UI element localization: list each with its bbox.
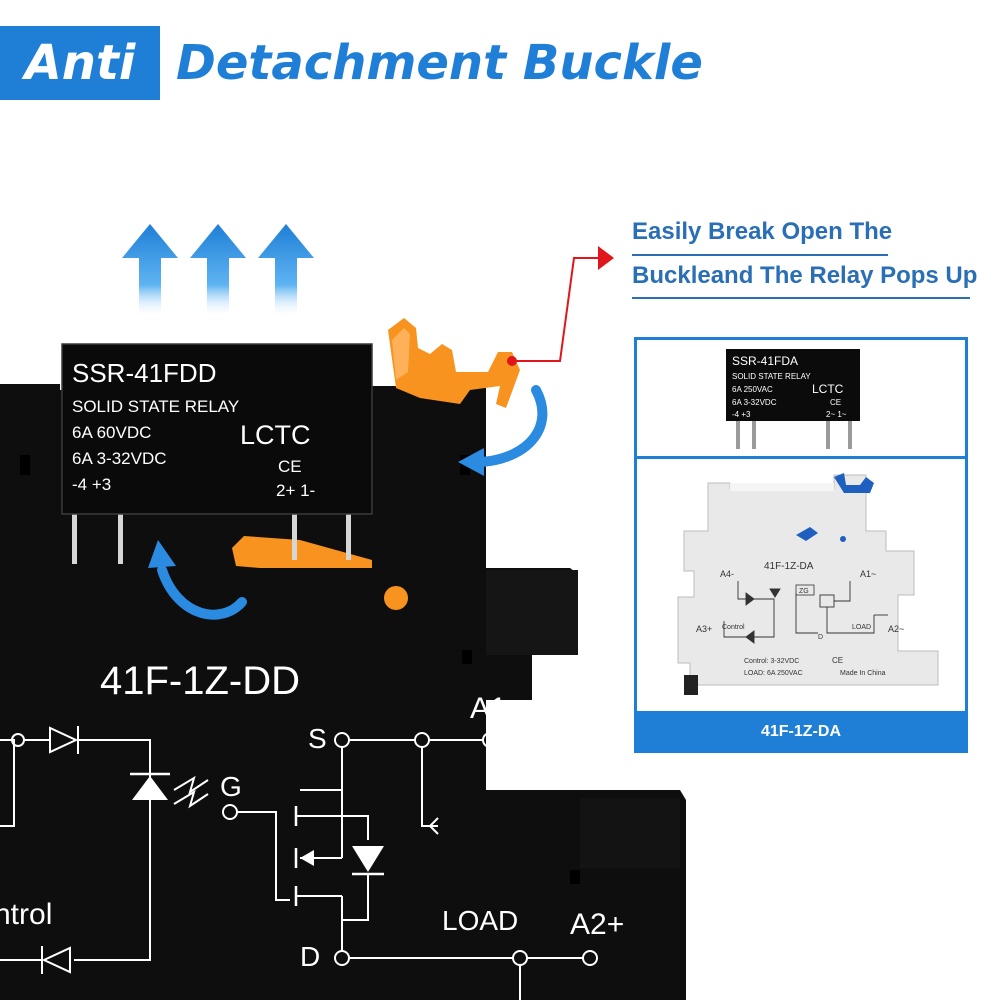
buckle-latch bbox=[232, 536, 372, 568]
inset-caption: 41F-1Z-DA bbox=[634, 711, 968, 753]
inset-relay-ce: CE bbox=[830, 398, 841, 407]
inset-terminal-a2: A2~ bbox=[888, 624, 904, 634]
inset-base-model: 41F-1Z-DA bbox=[764, 561, 814, 572]
base-model: 41F-1Z-DD bbox=[100, 659, 300, 703]
callout-pointer bbox=[512, 246, 614, 362]
relay-body: SSR-41FDD SOLID STATE RELAY 6A 60VDC 6A … bbox=[61, 343, 373, 515]
callout-underline-1 bbox=[632, 254, 888, 256]
inset-zg-box bbox=[795, 584, 815, 596]
inset-relay: SSR-41FDA SOLID STATE RELAY 6A 250VAC 6A… bbox=[726, 349, 860, 449]
inset-terminal-a4: A4- bbox=[720, 569, 734, 579]
inset-relay-pins-right: 2~ 1~ bbox=[826, 410, 847, 419]
callout-line-2: Buckleand The Relay Pops Up bbox=[632, 262, 978, 289]
inset-load-label: LOAD bbox=[852, 624, 871, 631]
up-arrow-icon bbox=[190, 224, 246, 318]
inset-schematic bbox=[723, 581, 888, 644]
title-highlight: Anti bbox=[0, 26, 160, 100]
inset-control-spec: Control: 3-32VDC bbox=[744, 658, 799, 665]
terminal-a1-label: A1- bbox=[470, 692, 517, 725]
relay-brand: LCTC bbox=[240, 420, 311, 450]
terminal-a2-label: A2+ bbox=[570, 908, 624, 941]
inset-terminal-a1: A1~ bbox=[860, 569, 876, 579]
diode-icon bbox=[342, 815, 384, 921]
terminal-s-label: S bbox=[308, 723, 327, 754]
terminal-d-label: D bbox=[300, 941, 320, 972]
inset-control-label: Control bbox=[722, 624, 745, 631]
inset-made-in: Made In China bbox=[840, 670, 886, 677]
relay-model: SSR-41FDD bbox=[72, 358, 216, 388]
up-arrow-icon bbox=[122, 224, 178, 318]
inset-terminal-a3: A3+ bbox=[696, 624, 712, 634]
inset-relay-spec-1: 6A 250VAC bbox=[732, 385, 773, 394]
relay-type: SOLID STATE RELAY bbox=[72, 397, 239, 416]
inset-relay-model: SSR-41FDA bbox=[732, 354, 798, 368]
circuit-schematic bbox=[0, 726, 598, 1000]
relay-ce-mark: CE bbox=[278, 457, 302, 476]
inset-zg-label: ZG bbox=[799, 588, 809, 595]
up-arrow-icon bbox=[258, 224, 314, 318]
control-label: ntrol bbox=[0, 898, 52, 931]
relay-pins-left-label: -4 +3 bbox=[72, 475, 111, 494]
relay-spec-2: 6A 3-32VDC bbox=[72, 449, 167, 468]
relay-pins-right-label: 2+ 1- bbox=[276, 481, 315, 500]
led-icon bbox=[130, 772, 209, 809]
inset-divider bbox=[636, 456, 966, 459]
inset-relay-pins-left: -4 +3 bbox=[732, 410, 751, 419]
terminal-g-label: G bbox=[220, 771, 242, 802]
inset-d-label: D bbox=[818, 634, 823, 641]
load-label: LOAD bbox=[442, 905, 518, 936]
buckle-clip bbox=[388, 318, 520, 408]
inset-ce-mark: CE bbox=[832, 656, 843, 665]
inset-relay-spec-2: 6A 3-32VDC bbox=[732, 398, 777, 407]
inset-illustration: SSR-41FDA SOLID STATE RELAY 6A 250VAC 6A… bbox=[677, 349, 939, 695]
curved-arrow-icon bbox=[148, 540, 247, 620]
socket-base bbox=[0, 384, 686, 1000]
inset-relay-type: SOLID STATE RELAY bbox=[732, 372, 811, 381]
callout-line-1: Easily Break Open The bbox=[632, 218, 893, 245]
relay-pins bbox=[72, 512, 351, 564]
inset-load-spec: LOAD: 6A 250VAC bbox=[744, 670, 803, 677]
inset-socket bbox=[677, 473, 939, 695]
callout-underline-2 bbox=[632, 297, 970, 299]
curved-arrow-icon bbox=[458, 385, 548, 476]
page-title: Detachment Buckle bbox=[176, 35, 703, 91]
relay-spec-1: 6A 60VDC bbox=[72, 423, 151, 442]
inset-relay-brand: LCTC bbox=[812, 382, 844, 396]
